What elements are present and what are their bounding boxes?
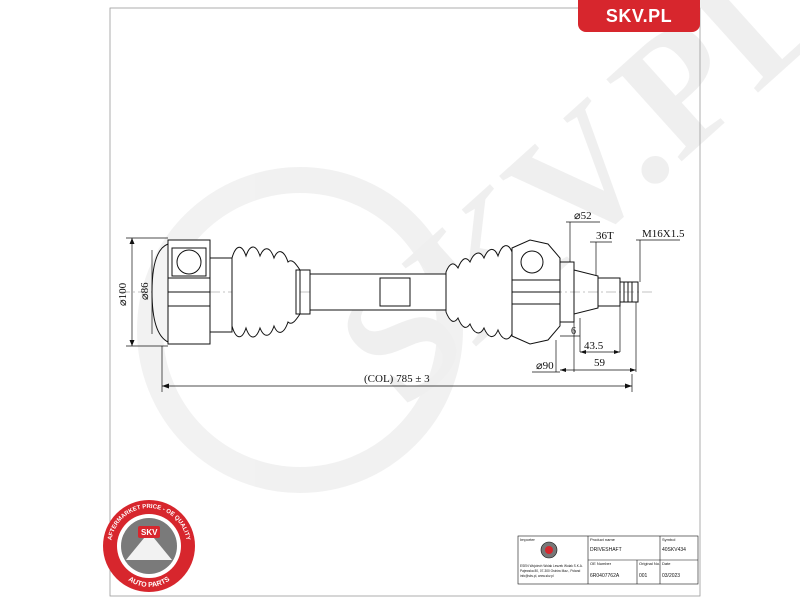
dim-d86: ⌀86 (139, 282, 151, 300)
dim-59: 59 (594, 357, 606, 369)
outer-cv-joint (151, 239, 233, 345)
inner-cv-joint (511, 239, 639, 345)
brand-badge[interactable]: SKV.PL (578, 0, 700, 32)
tb-oe-number-label: OE Number (590, 561, 612, 566)
dim-thread: M16X1.5 (642, 228, 685, 240)
tb-date-label: Date (662, 561, 671, 566)
seal-inner-badge: SKV (141, 528, 158, 537)
dim-total-length: (COL) 785 ± 3 (364, 373, 430, 385)
dim-d100: ⌀100 (117, 282, 129, 306)
tb-oe-number: 6R0407762A (590, 573, 620, 579)
tb-company-line1: ESEN Wojciech Wolak Leszek Wolak S.K.A. (520, 564, 583, 568)
tb-original-no: 001 (639, 573, 648, 579)
dim-36t: 36T (596, 230, 614, 242)
quality-seal: SKV AFTERMARKET PRICE - OE QUALITY AUTO … (103, 500, 195, 592)
dim-43-5: 43.5 (584, 340, 604, 352)
drawing-frame (109, 7, 701, 597)
tb-symbol-label: Symbol (662, 537, 675, 542)
dimension-arrows (129, 238, 636, 389)
outer-boot (231, 246, 311, 338)
dim-6: 6 (571, 326, 576, 337)
dim-d90: ⌀90 (536, 360, 554, 372)
tb-date: 03/2023 (662, 573, 680, 579)
shaft (309, 273, 447, 311)
tb-product-name: DRIVESHAFT (590, 547, 622, 553)
title-block (517, 535, 699, 585)
dim-d52: ⌀52 (574, 210, 592, 222)
tb-symbol: 40SKV434 (662, 547, 686, 553)
tb-product-name-label: Product name (590, 537, 616, 542)
dimension-lines (126, 221, 680, 392)
tb-company-line3: info@skv.pl, www.skv.pl (520, 574, 554, 578)
title-block-text: Importer Product name Symbol DRIVESHAFT … (520, 537, 686, 579)
tb-original-no-label: Original No. (639, 561, 660, 566)
tb-company-line2: Pajewska 80, 07-300 Ostrów Maz., Poland (520, 569, 580, 573)
watermark: SKV.PL (137, 0, 800, 493)
tb-importer-label: Importer (520, 537, 536, 542)
